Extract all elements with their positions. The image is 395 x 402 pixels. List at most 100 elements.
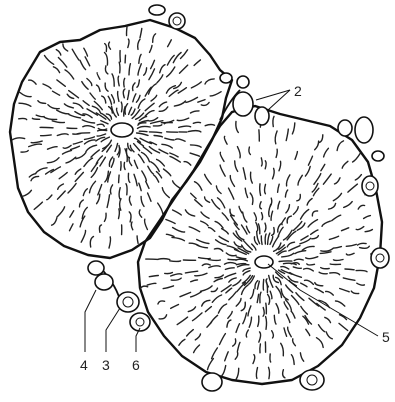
sinusoid-stroke: [188, 307, 195, 312]
sinusoid-stroke: [356, 227, 364, 230]
sinusoid-stroke: [344, 202, 353, 208]
sinusoid-stroke: [31, 176, 39, 180]
sinusoid-stroke: [191, 193, 196, 198]
sinusoid-stroke: [236, 299, 241, 307]
sinusoid-stroke: [162, 188, 169, 198]
sinusoid-stroke: [272, 228, 275, 236]
upper-lobule: [10, 20, 232, 258]
sinusoid-stroke: [292, 123, 294, 134]
sinusoid-stroke: [133, 83, 135, 91]
sinusoid-stroke: [351, 291, 358, 293]
sinusoid-stroke: [276, 304, 279, 314]
sinusoid-stroke: [345, 269, 354, 270]
sinusoid-stroke: [82, 82, 88, 90]
sinusoid-stroke: [58, 191, 66, 199]
sinusoid-stroke: [278, 184, 280, 192]
label-4: 4: [80, 357, 88, 373]
sinusoid-stroke: [146, 181, 149, 188]
sinusoid-stroke: [149, 118, 158, 121]
sinusoid-stroke: [230, 209, 234, 216]
sinusoid-stroke: [273, 168, 275, 178]
sinusoid-stroke: [177, 118, 189, 121]
sinusoid-stroke: [191, 111, 200, 113]
sinusoid-stroke: [268, 233, 270, 244]
sinusoid-stroke: [90, 181, 96, 193]
sinusoid-stroke: [129, 158, 132, 166]
sinusoid-stroke: [125, 104, 128, 115]
sinusoid-stroke: [57, 207, 65, 217]
sinusoid-stroke: [249, 317, 251, 327]
sinusoid-stroke: [53, 67, 59, 73]
sinusoid-stroke: [166, 220, 175, 224]
sinusoid-stroke: [305, 280, 314, 284]
sinusoid-stroke: [191, 292, 202, 297]
sinusoid-stroke: [195, 334, 200, 340]
sinusoid-stroke: [214, 248, 222, 251]
sinusoid-stroke: [201, 286, 213, 291]
sinusoid-stroke: [47, 195, 52, 200]
sinusoid-stroke: [36, 115, 44, 117]
sinusoid-stroke: [269, 276, 273, 288]
sinusoid-stroke: [173, 53, 181, 63]
sinusoid-stroke: [139, 131, 147, 132]
sinusoid-stroke: [315, 283, 323, 286]
sinusoid-stroke: [149, 69, 155, 80]
sinusoid-stroke: [119, 188, 120, 199]
sinusoid-stroke: [326, 332, 332, 339]
sinusoid-stroke: [184, 162, 191, 166]
sinusoid-stroke: [261, 236, 262, 244]
sinusoid-stroke: [180, 292, 191, 296]
sinusoid-stroke: [317, 338, 324, 348]
sinusoid-stroke: [221, 285, 231, 292]
sinusoid-stroke: [273, 236, 279, 247]
sinusoid-stroke: [65, 70, 74, 79]
sinusoid-stroke: [149, 132, 161, 133]
sinusoid-stroke: [173, 181, 180, 188]
sinusoid-stroke: [225, 268, 234, 270]
sinusoid-stroke: [81, 230, 85, 242]
sinusoid-stroke: [218, 198, 225, 208]
sinusoid-stroke: [357, 283, 365, 285]
sinusoid-stroke: [346, 253, 354, 255]
sinusoid-stroke: [189, 243, 199, 245]
sinusoid-stroke: [259, 332, 261, 342]
sinusoid-stroke: [250, 289, 253, 298]
sinusoid-stroke: [41, 135, 52, 136]
sinusoid-stroke: [358, 205, 364, 209]
sinusoid-stroke: [140, 138, 151, 143]
triad-left: [88, 261, 150, 331]
sinusoid-stroke: [263, 308, 264, 317]
sinusoid-stroke: [287, 242, 294, 247]
sinusoid-stroke: [97, 85, 101, 91]
sinusoid-stroke: [355, 175, 361, 180]
sinusoid-stroke: [342, 161, 348, 168]
sinusoid-stroke: [320, 252, 331, 254]
sinusoid-stroke: [124, 162, 125, 169]
sinusoid-stroke: [265, 161, 266, 169]
sinusoid-stroke: [120, 199, 121, 211]
sinusoid-stroke: [150, 45, 153, 52]
sinusoid-stroke: [29, 80, 36, 84]
sinusoid-stroke: [139, 54, 141, 63]
sinusoid-stroke: [178, 88, 186, 93]
sinusoid-stroke: [151, 162, 160, 172]
sinusoid-stroke: [164, 123, 172, 124]
sinusoid-stroke: [275, 131, 277, 144]
sinusoid-stroke: [148, 193, 151, 201]
sinusoid-stroke: [241, 302, 245, 311]
interlobular-structures: [88, 5, 389, 391]
sinusoid-stroke: [195, 182, 202, 191]
sinusoid-stroke: [38, 101, 46, 104]
sinusoid-stroke: [333, 193, 341, 200]
sinusoid-stroke: [171, 274, 182, 276]
sinusoid-stroke: [151, 95, 157, 101]
sinusoid-stroke: [71, 146, 80, 149]
upper-central-vein: [111, 123, 133, 137]
sinusoid-stroke: [356, 270, 367, 271]
sinusoid-stroke: [323, 174, 331, 184]
sinusoid-stroke: [249, 147, 251, 154]
sinusoid-stroke: [340, 289, 350, 292]
sinusoid-stroke: [215, 221, 223, 228]
sinusoid-stroke: [278, 201, 280, 209]
sinusoid-stroke: [127, 26, 128, 36]
